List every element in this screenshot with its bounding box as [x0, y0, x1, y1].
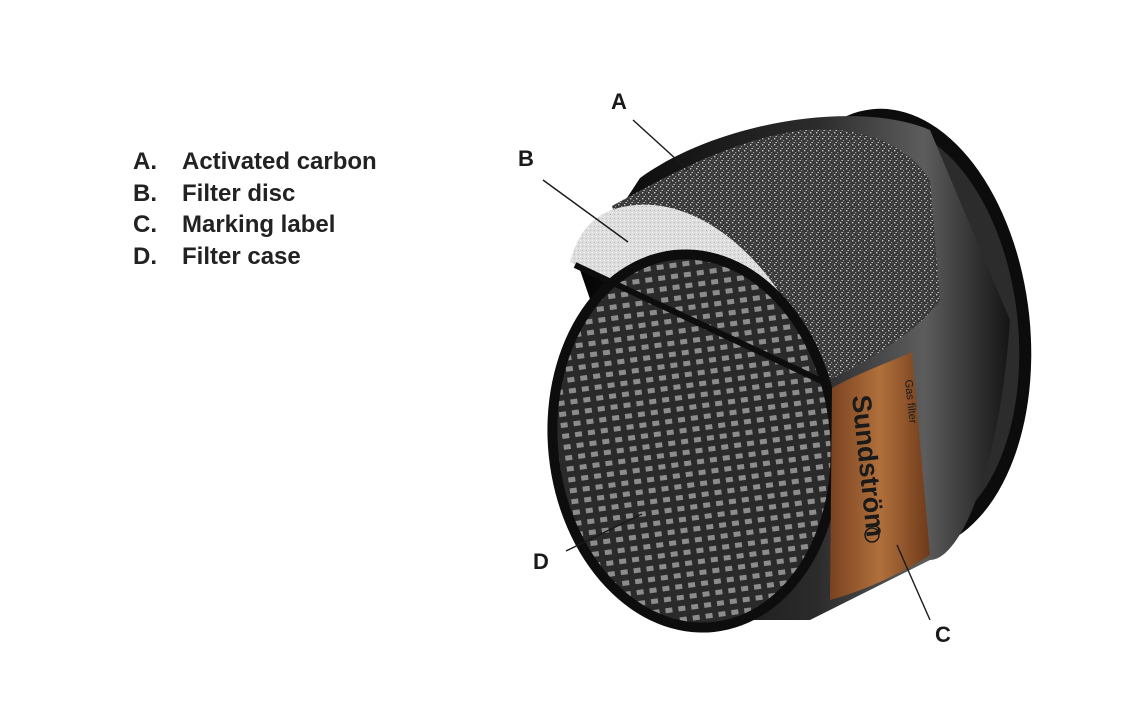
cut-edge [573, 262, 832, 388]
callout-b: B [518, 146, 534, 171]
legend-item-filter-case: D. Filter case [133, 241, 377, 273]
leader-line-d [565, 513, 643, 552]
legend-item-marking-label: C. Marking label [133, 209, 377, 241]
marking-label: Sundström Gas filter [830, 352, 930, 600]
legend-label: Marking label [182, 211, 336, 238]
brand-logo-icon [864, 527, 880, 543]
callout-a: A [611, 89, 627, 114]
legend-letter: A. [133, 148, 157, 175]
legend-label: Activated carbon [182, 148, 377, 175]
label-band [830, 352, 930, 600]
callout-d: D [533, 549, 549, 574]
callout-c: C [935, 622, 951, 647]
legend-list: A. Activated carbon B. Filter disc C. Marki… [133, 146, 377, 272]
legend-item-activated-carbon: A. Activated carbon [133, 146, 377, 178]
leader-lines [542, 119, 931, 621]
legend-letter: B. [133, 179, 157, 207]
label-product-text: Gas filter [902, 379, 919, 424]
legend-letter: C. [133, 211, 157, 238]
legend-label: Filter case [182, 242, 301, 270]
leader-line-b [542, 179, 629, 243]
legend-letter: D. [133, 242, 157, 270]
legend-item-filter-disc: B. Filter disc [133, 178, 377, 210]
leader-line-a [632, 119, 689, 171]
legend-label: Filter disc [182, 179, 296, 207]
leader-line-c [896, 544, 931, 621]
